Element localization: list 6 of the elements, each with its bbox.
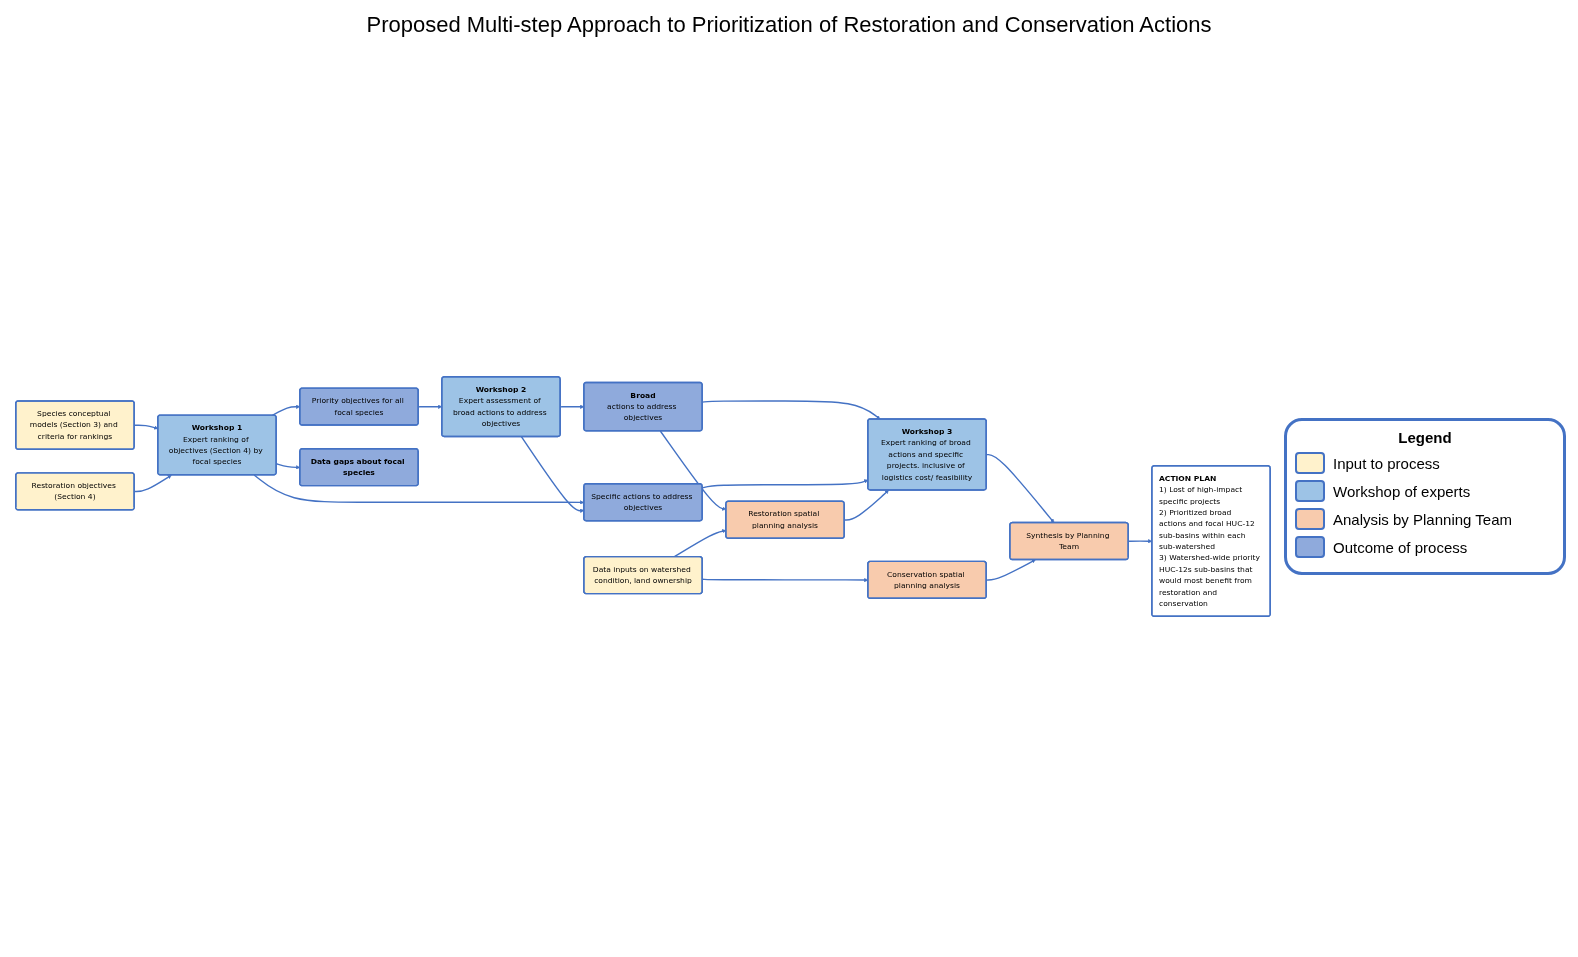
legend-text: Outcome of process bbox=[1333, 538, 1468, 556]
diagram-title: Proposed Multi-step Approach to Prioritization of Restoration and Conservation Actions bbox=[365, 12, 1213, 38]
legend-text: Input to process bbox=[1333, 454, 1440, 472]
legend-text: Workshop of experts bbox=[1333, 482, 1471, 500]
legend-title: Legend bbox=[1397, 429, 1453, 446]
legend-text: Analysis by Planning Team bbox=[1333, 510, 1512, 528]
